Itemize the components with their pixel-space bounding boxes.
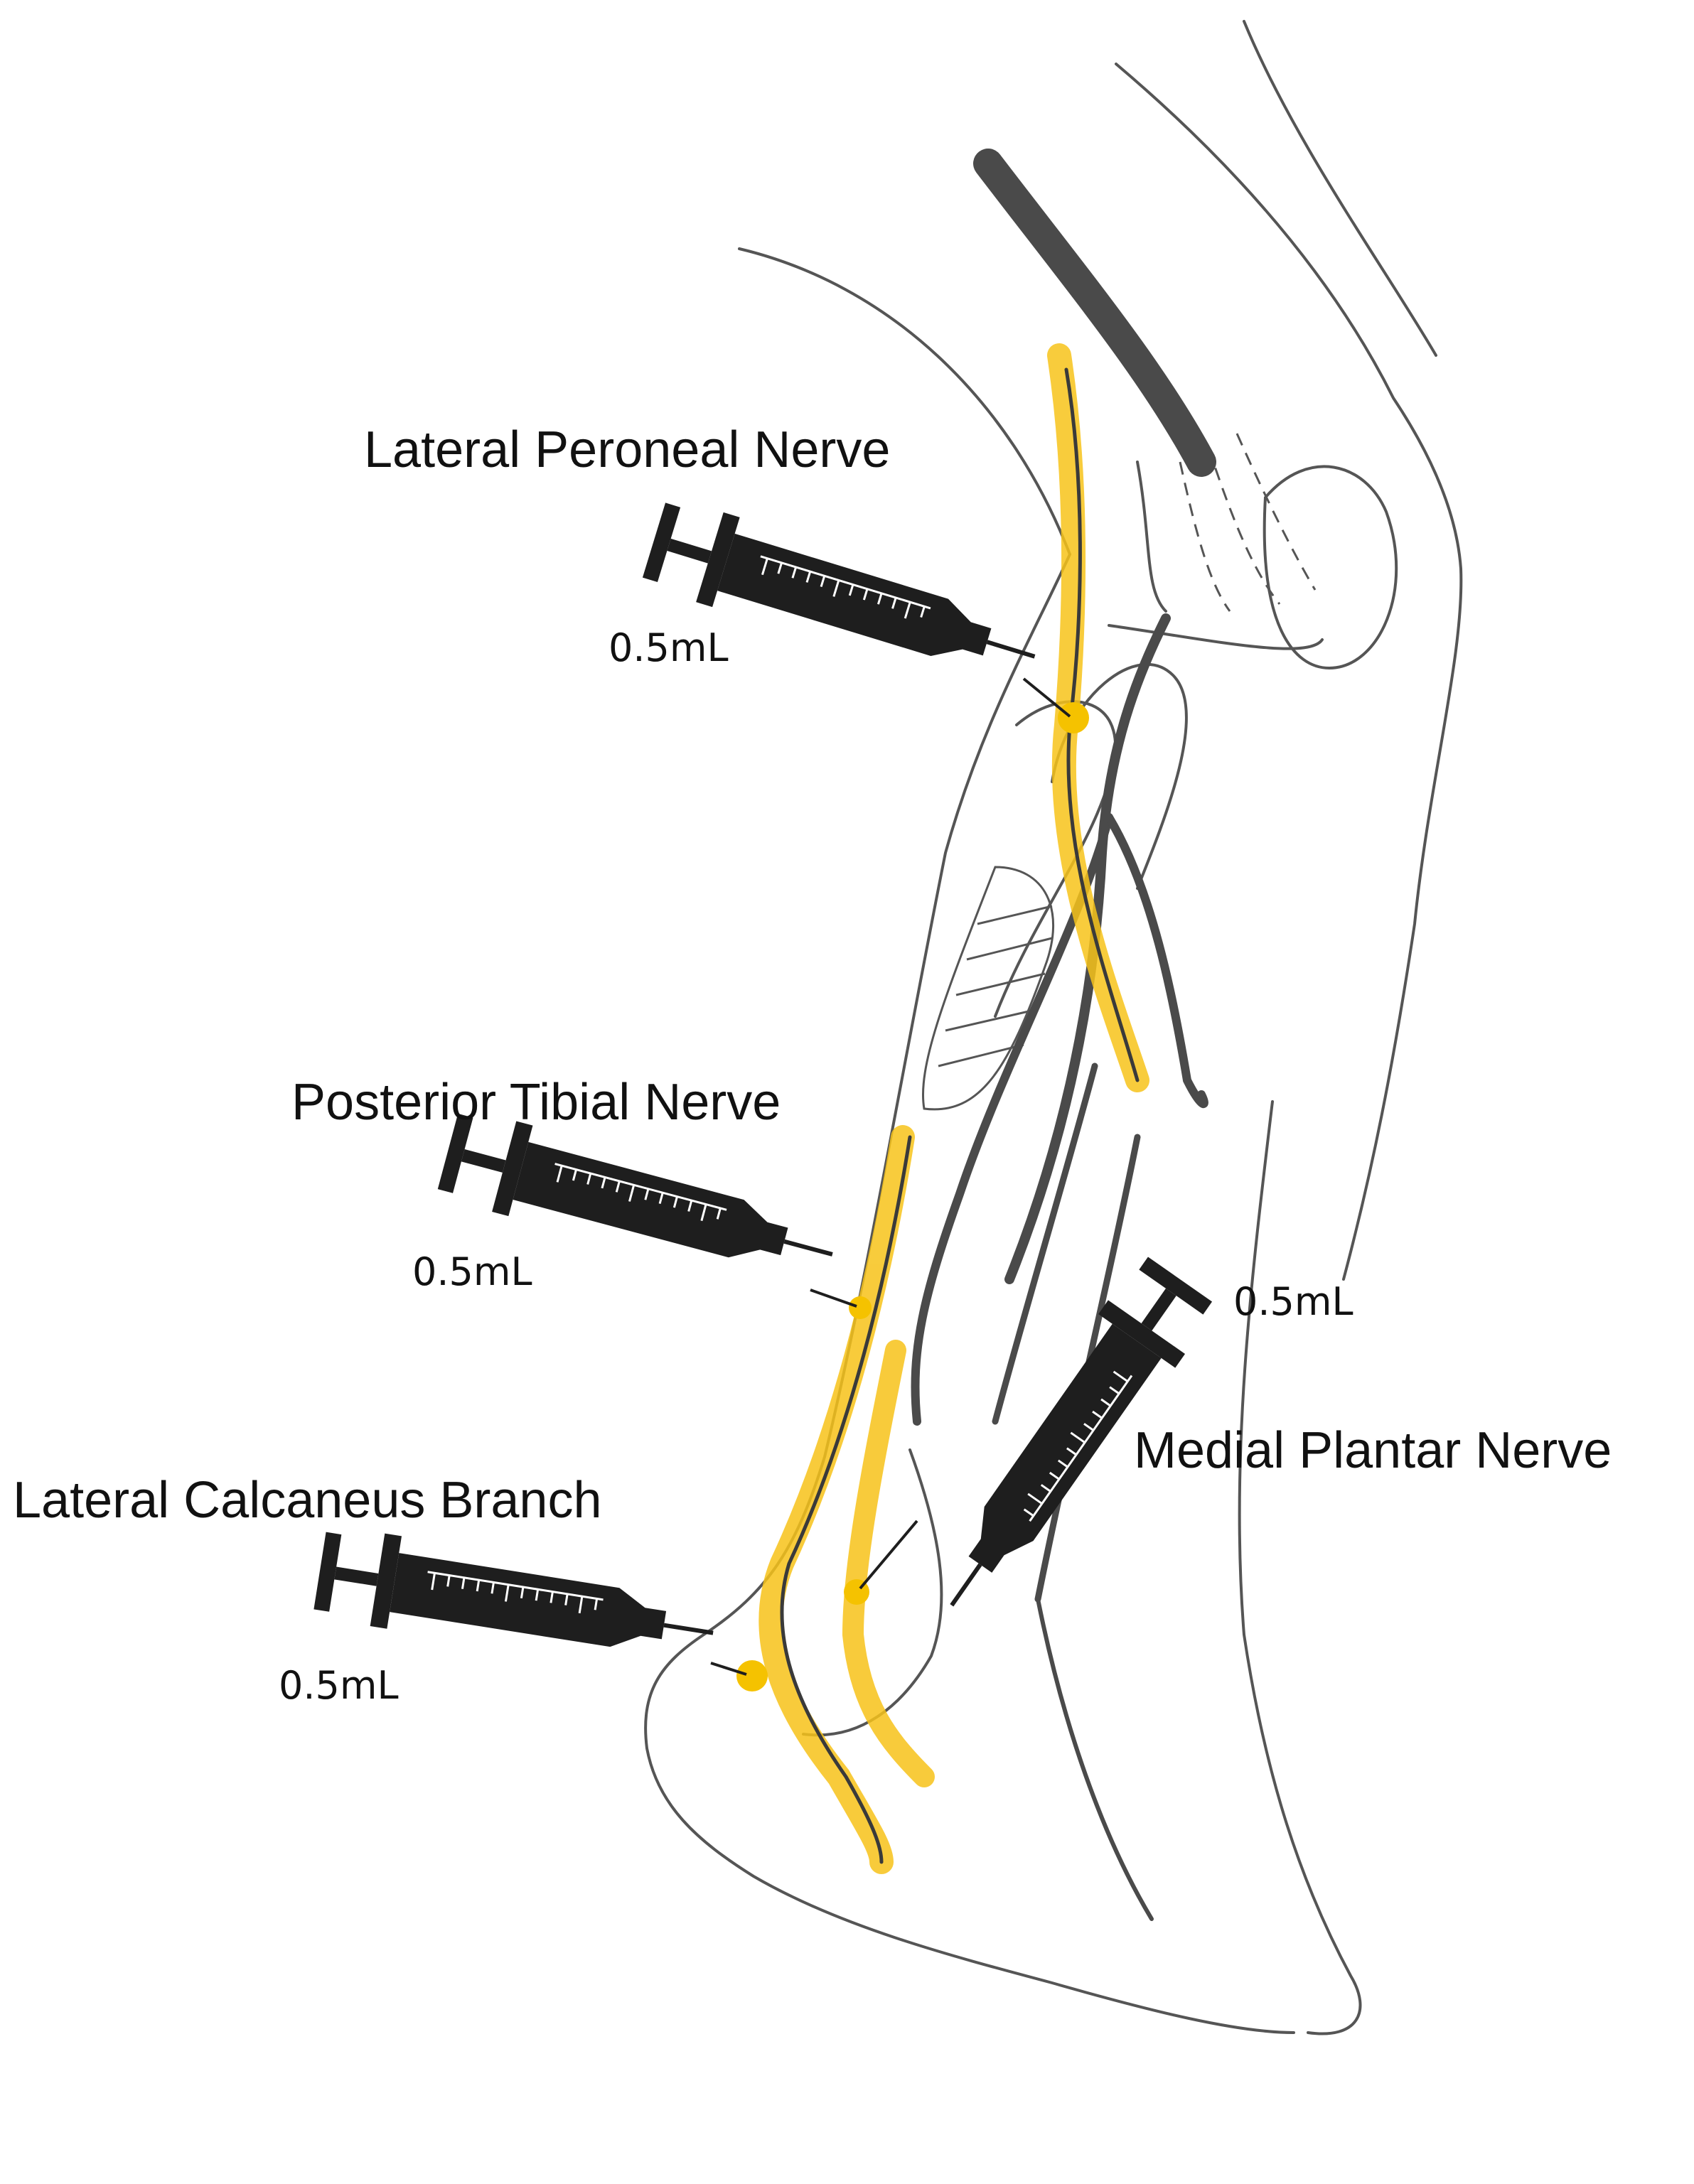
label-lateral-calcaneus-branch: Lateral Calcaneus Branch: [13, 1472, 602, 1529]
femur-strip: [973, 149, 1216, 477]
label-medial-plantar-nerve: Medial Plantar Nerve: [1134, 1422, 1612, 1479]
dose-posterior-tibial: 0.5mL: [412, 1249, 532, 1294]
injection-points: [736, 702, 1089, 1691]
syringe-lateral-calcaneus: [313, 1524, 721, 1679]
hatched-muscle: [921, 866, 1055, 1111]
label-lateral-peroneal-nerve: Lateral Peroneal Nerve: [364, 421, 891, 478]
label-posterior-tibial-nerve: Posterior Tibial Nerve: [291, 1074, 781, 1131]
fibula-dashes: [1179, 433, 1317, 612]
dose-lateral-peroneal: 0.5mL: [609, 625, 729, 670]
dose-lateral-calcaneus: 0.5mL: [279, 1663, 399, 1708]
leg-outline: [644, 20, 1463, 2035]
needles: [710, 677, 1071, 1676]
syringe-lateral-peroneal: [640, 495, 1049, 701]
dose-medial-plantar: 0.5mL: [1233, 1279, 1353, 1324]
